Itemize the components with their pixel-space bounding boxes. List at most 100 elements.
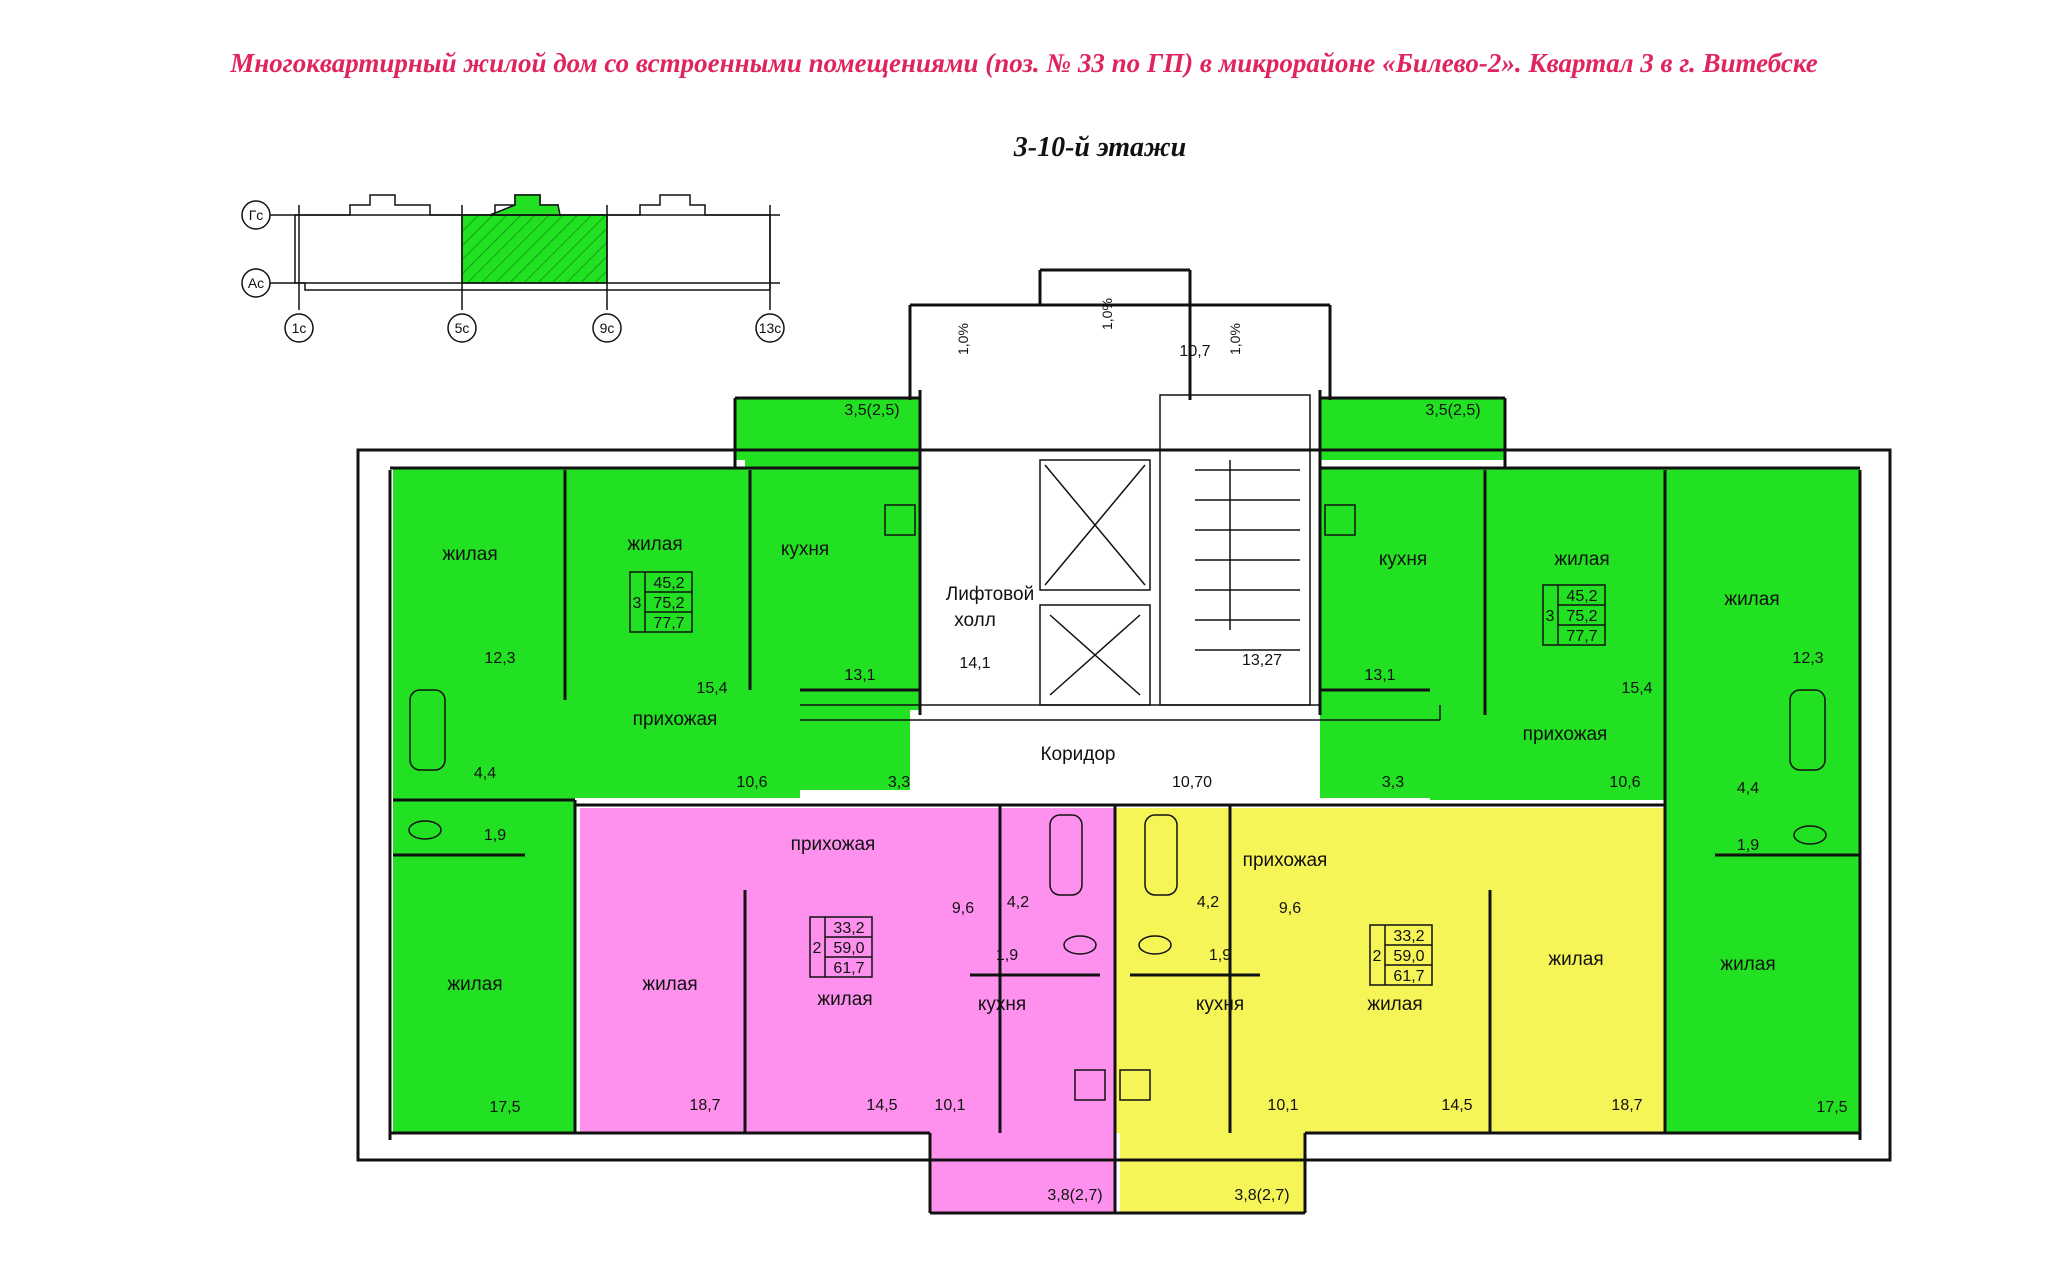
room-label: жилая	[1548, 949, 1603, 970]
area-value: 3,5(2,5)	[1425, 402, 1480, 419]
area-value: 9,6	[1279, 900, 1301, 917]
bathtub-icon	[1144, 814, 1178, 896]
room-label: жилая	[817, 989, 872, 1010]
area-value: 4,2	[1197, 894, 1219, 911]
area-value: 15,4	[696, 680, 727, 697]
vestibule-area-right: 3,3	[1382, 774, 1404, 791]
area-value: 4,2	[1007, 894, 1029, 911]
area-value: 4,4	[474, 765, 496, 782]
labels-pink-2room: прихожая жилая жилая кухня 9,6 4,2 1,9 1…	[642, 834, 1102, 1204]
bathtub-icon	[1789, 689, 1826, 771]
vestibule-area-left: 3,3	[888, 774, 910, 791]
slope-label: 1,0%	[1099, 298, 1115, 330]
corridor-label: Коридор	[1040, 744, 1115, 765]
slope-label: 1,0%	[1227, 323, 1243, 355]
lift-hall-label: Лифтовой	[946, 584, 1034, 605]
floor-caption: 3-10-й этажи	[1013, 132, 1187, 163]
balcony-yellow	[1120, 1133, 1305, 1213]
document-title: Многоквартирный жилой дом со встроенными…	[230, 48, 1818, 78]
area-value: 13,1	[844, 667, 875, 684]
area-value: 12,3	[1792, 650, 1823, 667]
svg-text:2: 2	[1373, 948, 1382, 965]
area-value: 3,5(2,5)	[844, 402, 899, 419]
room-label: жилая	[1720, 954, 1775, 975]
area-value: 17,5	[489, 1099, 520, 1116]
room-label: жилая	[627, 534, 682, 555]
stair-area: 13,27	[1242, 652, 1282, 669]
bathtub-icon	[1049, 814, 1083, 896]
lift-hall-label-2: холл	[954, 610, 996, 631]
stove-icon	[1324, 504, 1356, 536]
area-value: 10,6	[736, 774, 767, 791]
area-value: 14,5	[1441, 1097, 1472, 1114]
balcony-pink	[930, 1133, 1115, 1213]
fixtures	[408, 504, 1827, 1101]
svg-text:3: 3	[1546, 608, 1555, 625]
area-value: 9,6	[952, 900, 974, 917]
svg-text:33,2: 33,2	[833, 920, 864, 937]
svg-text:45,2: 45,2	[653, 575, 684, 592]
toilet-icon	[408, 820, 442, 840]
apartment-stamp: 2 33,2 59,0 61,7	[1369, 924, 1433, 986]
corridor-area: 10,70	[1172, 774, 1212, 791]
svg-text:61,7: 61,7	[833, 960, 864, 977]
labels-yellow-2room: прихожая жилая жилая кухня 9,6 4,2 1,9 1…	[1196, 850, 1643, 1204]
room-label: прихожая	[1523, 724, 1608, 745]
svg-text:45,2: 45,2	[1566, 588, 1597, 605]
area-value: 1,9	[1209, 947, 1231, 964]
apartment-stamp: 2 33,2 59,0 61,7	[809, 916, 873, 978]
area-value: 18,7	[1611, 1097, 1642, 1114]
axis-label-9c: 9с	[600, 320, 615, 336]
svg-text:61,7: 61,7	[1393, 968, 1424, 985]
area-value: 4,4	[1737, 780, 1759, 797]
walls	[356, 268, 1892, 1215]
apartment-stamp: 3 45,2 75,2 77,7	[1542, 584, 1606, 646]
apartment-stamp: 3 45,2 75,2 77,7	[629, 571, 693, 633]
labels-left-3room: жилая жилая кухня прихожая жилая 12,3 15…	[442, 402, 899, 1116]
apartment-pink-2room	[580, 808, 1115, 1213]
area-value: 1,9	[1737, 837, 1759, 854]
area-value: 1,9	[996, 947, 1018, 964]
common-areas: Лифтовой холл 14,1 13,27 Коридор 10,70 3…	[888, 298, 1404, 791]
area-value: 10,1	[1267, 1097, 1298, 1114]
apartment-yellow-2room	[1115, 808, 1665, 1213]
stove-icon	[1119, 1069, 1151, 1101]
svg-text:3: 3	[633, 595, 642, 612]
svg-text:2: 2	[813, 940, 822, 957]
svg-text:59,0: 59,0	[1393, 948, 1424, 965]
room-label: прихожая	[1243, 850, 1328, 871]
area-value: 3,8(2,7)	[1234, 1187, 1289, 1204]
area-value: 15,4	[1621, 680, 1652, 697]
room-label: жилая	[442, 544, 497, 565]
area-value: 18,7	[689, 1097, 720, 1114]
svg-text:75,2: 75,2	[653, 595, 684, 612]
bathtub-icon	[409, 689, 446, 771]
axis-label-5c: 5с	[455, 320, 470, 336]
room-label: жилая	[1724, 589, 1779, 610]
room-label: жилая	[1367, 994, 1422, 1015]
area-value: 17,5	[1816, 1099, 1847, 1116]
room-label: жилая	[1554, 549, 1609, 570]
room-label: кухня	[978, 994, 1026, 1015]
svg-text:59,0: 59,0	[833, 940, 864, 957]
svg-text:33,2: 33,2	[1393, 928, 1424, 945]
area-value: 1,9	[484, 827, 506, 844]
room-label: прихожая	[633, 709, 718, 730]
axis-label-1c: 1с	[292, 320, 307, 336]
axis-label-a: Ас	[248, 275, 264, 291]
key-plan: Гс Ас 1с 5с 9с 13с	[241, 194, 785, 343]
lift-hall-area: 14,1	[959, 655, 990, 672]
area-value: 14,5	[866, 1097, 897, 1114]
toilet-icon	[1063, 935, 1097, 955]
room-label: жилая	[642, 974, 697, 995]
area-value: 3,8(2,7)	[1047, 1187, 1102, 1204]
area-value: 10,1	[934, 1097, 965, 1114]
axis-label-g: Гс	[249, 207, 264, 223]
room-label: жилая	[447, 974, 502, 995]
svg-text:77,7: 77,7	[653, 615, 684, 632]
toilet-icon	[1793, 825, 1827, 845]
labels-right-3room: кухня жилая жилая прихожая жилая 13,1 15…	[1364, 402, 1847, 1116]
room-label: кухня	[1379, 549, 1427, 570]
svg-text:75,2: 75,2	[1566, 608, 1597, 625]
